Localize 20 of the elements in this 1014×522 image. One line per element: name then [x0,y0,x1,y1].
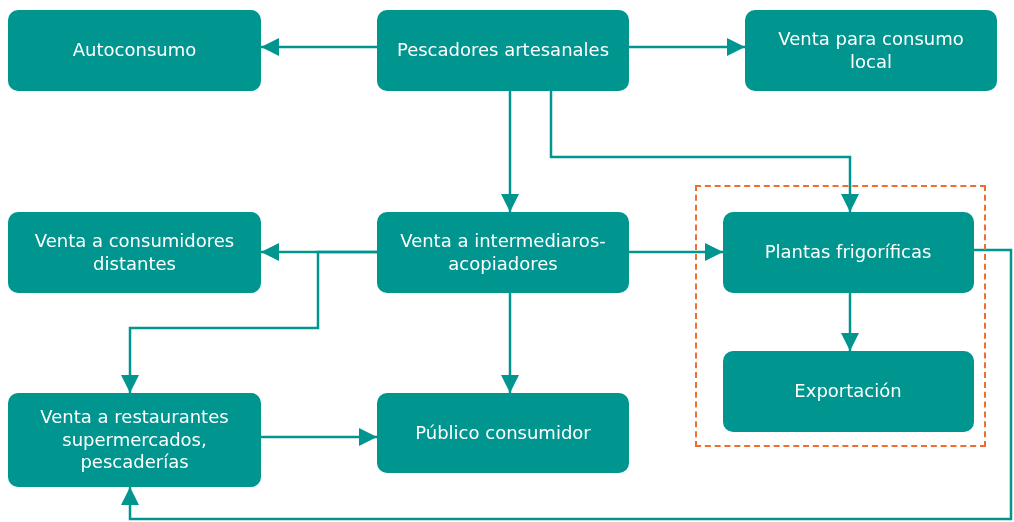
arrow [261,38,377,56]
arrow [121,250,377,393]
process-box: Público consumidor [377,393,629,473]
arrow [841,293,859,351]
arrow [549,91,859,212]
arrow [261,428,377,446]
process-box: Venta a consumidores distantes [8,212,261,293]
arrow [629,243,723,261]
process-box: Venta a restaurantes supermercados, pescaderías [8,393,261,487]
process-box: Autoconsumo [8,10,261,91]
process-box: Exportación [722,350,974,432]
arrow [501,91,519,212]
process-box: Venta a intermediaros-acopiadores [377,212,629,293]
process-box: Venta para consumo local [745,10,997,91]
arrow [629,38,745,56]
process-box: Plantas frigoríficas [722,211,974,293]
dashed-group-box [695,185,986,447]
arrow [501,293,519,393]
process-box: Pescadores artesanales [377,10,629,91]
arrow [121,248,1013,521]
